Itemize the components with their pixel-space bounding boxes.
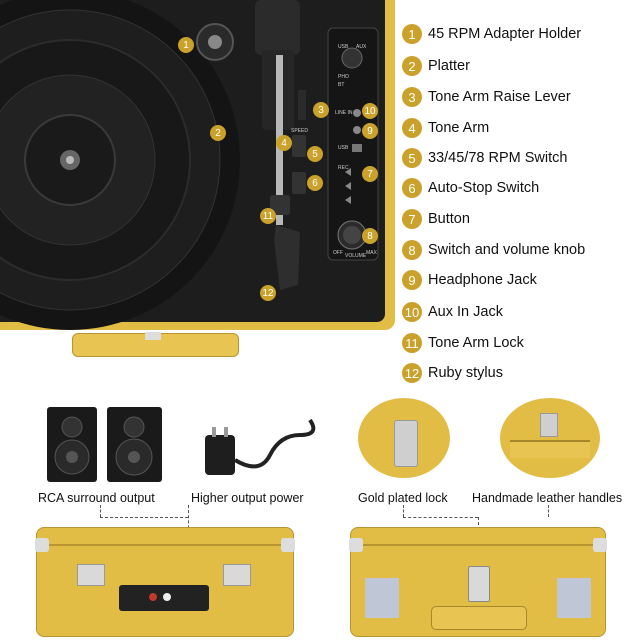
panel-volume-label: VOLUME [345,253,367,259]
panel-bt-label: BT [338,82,345,88]
corner-cap [349,538,363,552]
caption-rca: RCA surround output [38,491,155,505]
callout-3: 3 [313,102,329,118]
legend-label: Tone Arm Raise Lever [428,89,571,105]
panel-off-label: OFF [333,250,343,256]
callout-6: 6 [307,175,323,191]
callout-4: 4 [276,135,292,151]
legend-number: 1 [402,24,422,44]
legend-item: 3 Tone Arm Raise Lever [402,86,571,108]
speaker-grille [365,578,399,618]
caption-lock: Gold plated lock [358,491,448,505]
power-adapter-image [205,418,316,475]
panel-linein-label: LINE IN [335,110,353,116]
leader-rca [100,505,101,517]
turntable-drawing [0,0,379,330]
legend-number: 3 [402,87,422,107]
caption-handles: Handmade leather handles [472,491,623,505]
rca-white-jack [163,593,171,601]
leader-lock-h [403,517,478,518]
legend-label: Tone Arm [428,120,490,136]
panel-max-label: MAX [366,250,377,256]
legend-number: 7 [402,209,422,229]
leader-rca-h [100,517,188,518]
turntable-top-view: USB AUX PHO BT LINE IN USB REC OFF VOLUM… [0,0,395,357]
lock-plate [394,420,418,467]
legend-label: Auto-Stop Switch [428,180,540,196]
handle-latch [540,413,558,437]
legend-item: 11 Tone Arm Lock [402,332,524,354]
legend-label: Switch and volume knob [428,242,586,258]
corner-cap [281,538,295,552]
legend-label: Aux In Jack [428,304,503,320]
legend-item: 1 45 RPM Adapter Holder [402,23,581,45]
front-handle [431,606,527,630]
legend-item: 2 Platter [402,55,470,77]
callout-10: 10 [362,103,378,119]
panel-usb-label: USB [338,44,349,50]
legend-label: 33/45/78 RPM Switch [428,150,568,166]
rca-red-jack [149,593,157,601]
legend-label: Ruby stylus [428,365,503,381]
case-handle [72,333,239,357]
panel-usb-port-label: USB [338,145,349,151]
callout-12: 12 [260,285,276,301]
legend-item: 5 33/45/78 RPM Switch [402,147,567,169]
lock-closeup-image [358,398,450,478]
legend-number: 10 [402,302,422,322]
panel-pho-label: PHO [338,74,349,80]
legend-number: 8 [402,240,422,260]
legend-number: 6 [402,178,422,198]
front-lock [468,566,490,602]
legend-number: 11 [402,333,422,353]
legend-label: Platter [428,58,470,74]
legend-item: 12 Ruby stylus [402,362,503,384]
handle-clip [145,332,161,340]
case-seam [37,544,293,546]
legend-item: 4 Tone Arm [402,117,489,139]
hinge [223,564,251,586]
legend-number: 5 [402,148,422,168]
callout-9: 9 [362,123,378,139]
legend-number: 12 [402,363,422,383]
legend-label: Tone Arm Lock [428,335,524,351]
callout-2: 2 [210,125,226,141]
callout-5: 5 [307,146,323,162]
legend-item: 8 Switch and volume knob [402,239,585,261]
panel-rec-label: REC [338,165,349,171]
case-seam [351,544,605,546]
legend-label: 45 RPM Adapter Holder [428,26,582,42]
legend-label: Button [428,211,470,227]
legend-number: 2 [402,56,422,76]
legend-item: 10 Aux In Jack [402,301,503,323]
speed-switch-label: SPEED [291,128,308,134]
rca-panel [119,585,209,611]
panel-aux-label: AUX [356,44,367,50]
handle-strap [510,440,590,458]
leader-lock [403,505,404,517]
legend-item: 7 Button [402,208,470,230]
hinge [77,564,105,586]
leader-handles [548,505,549,517]
caption-power: Higher output power [191,491,304,505]
handle-closeup-image [500,398,600,478]
callout-11: 11 [260,208,276,224]
callout-7: 7 [362,166,378,182]
corner-cap [35,538,49,552]
corner-cap [593,538,607,552]
legend-number: 4 [402,118,422,138]
callout-1: 1 [178,37,194,53]
legend-item: 9 Headphone Jack [402,269,537,291]
case-rear-view [35,527,295,637]
legend-number: 9 [402,270,422,290]
speakers-image [47,407,162,482]
speaker-grille [557,578,591,618]
case-front-view [349,527,607,637]
legend-item: 6 Auto-Stop Switch [402,177,539,199]
legend-label: Headphone Jack [428,272,537,288]
callout-8: 8 [362,228,378,244]
